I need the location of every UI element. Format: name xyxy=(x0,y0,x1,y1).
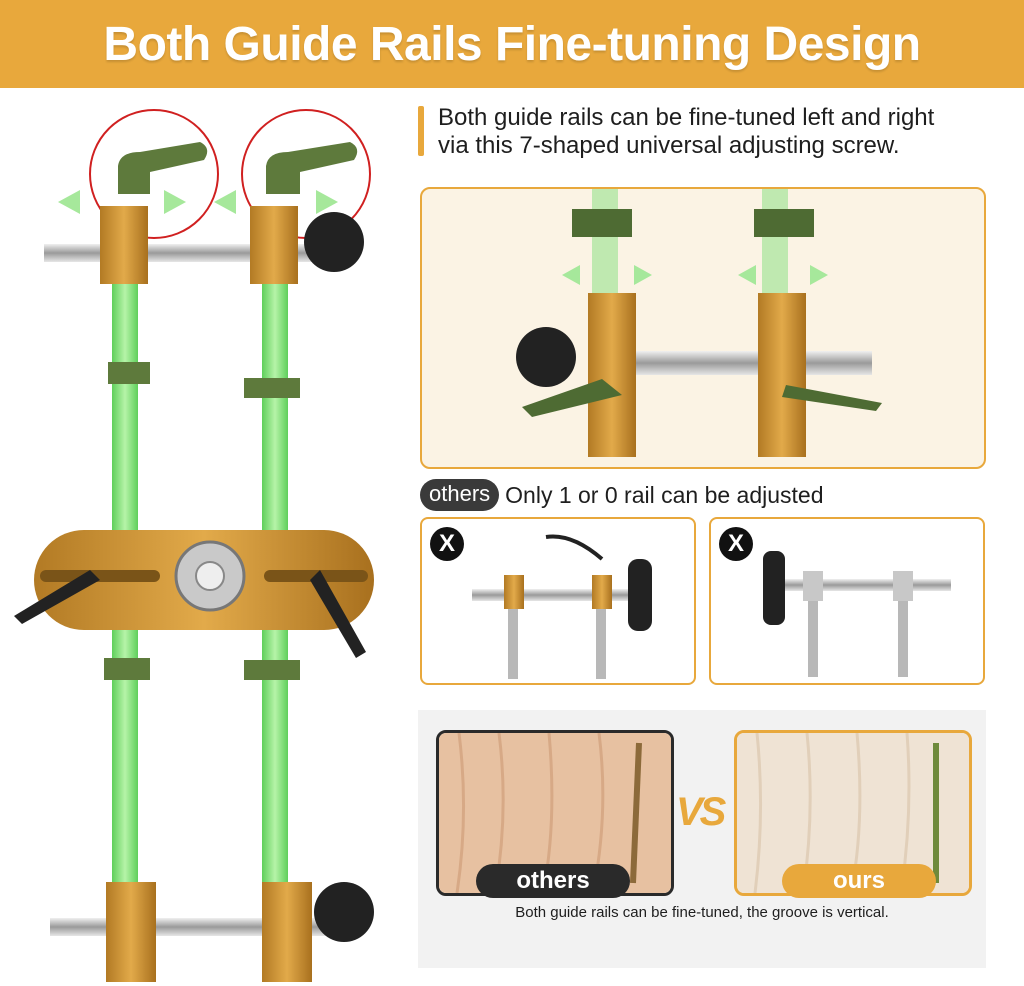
page-title: Both Guide Rails Fine-tuning Design xyxy=(103,17,921,71)
arrow-right-icon xyxy=(164,190,186,214)
header-banner: Both Guide Rails Fine-tuning Design xyxy=(0,0,1024,88)
others-panel-2: X xyxy=(709,517,985,685)
groove-comparison: VS others ours Both guide rails can be f… xyxy=(418,710,986,968)
door-lock-jig-illustration xyxy=(14,109,374,982)
others-description: Only 1 or 0 rail can be adjusted xyxy=(505,481,824,508)
x-mark-icon-2: X xyxy=(719,527,753,561)
adjust-lever-left xyxy=(118,142,208,194)
ours-label: ours xyxy=(782,864,936,898)
knob-bottom xyxy=(314,882,374,942)
vs-icon: VS xyxy=(676,790,726,834)
x-mark-icon: X xyxy=(430,527,464,561)
others-panel-1: X xyxy=(420,517,696,685)
arrow-right-icon-2 xyxy=(316,190,338,214)
top-block-left xyxy=(100,206,148,284)
feature-description: Both guide rails can be fine-tuned left … xyxy=(418,104,1008,160)
highlight-circle-left xyxy=(89,109,219,239)
description-text: Both guide rails can be fine-tuned left … xyxy=(438,104,935,159)
arrow-left-icon xyxy=(58,190,80,214)
detail-illustration xyxy=(516,189,882,457)
others-comparison-row: others Only 1 or 0 rail can be adjusted xyxy=(420,478,824,512)
comparison-caption: Both guide rails can be fine-tuned, the … xyxy=(515,904,889,921)
accent-bar xyxy=(418,106,424,156)
adjust-lever-right xyxy=(266,142,358,194)
detail-panel xyxy=(420,187,986,469)
top-block-right xyxy=(250,206,298,284)
others-label: others xyxy=(476,864,630,898)
arrow-left-icon-2 xyxy=(214,190,236,214)
others-badge: others xyxy=(420,479,500,511)
others-tool-1 xyxy=(472,534,652,679)
knob-top xyxy=(304,212,364,272)
others-tool-2 xyxy=(763,551,951,677)
